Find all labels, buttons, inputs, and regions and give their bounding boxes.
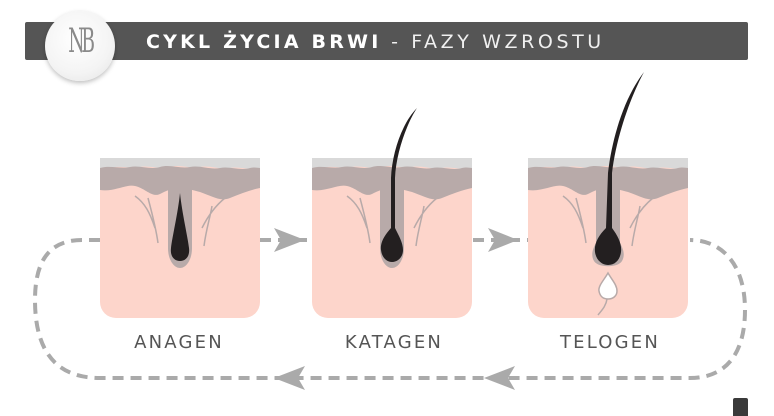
arrow-right-icon — [488, 228, 518, 252]
phase-label-katagen: KATAGEN — [344, 332, 444, 353]
phase-label-anagen: ANAGEN — [134, 332, 224, 353]
katagen-skin-illustration — [311, 108, 473, 319]
logo: NB — [45, 11, 115, 81]
title-sub: FAZY WZROSTU — [411, 31, 605, 53]
header-bar — [25, 22, 748, 60]
logo-text: NB — [68, 21, 95, 61]
corner-tab — [733, 398, 748, 416]
anagen-skin-illustration — [99, 157, 261, 319]
page-title: CYKL ŻYCIA BRWI - FAZY WZROSTU — [146, 29, 605, 55]
cycle-arrows — [32, 228, 748, 390]
title-separator: - — [381, 31, 412, 53]
arrow-left-icon — [484, 366, 515, 390]
title-main: CYKL ŻYCIA BRWI — [146, 31, 382, 53]
telogen-skin-illustration — [527, 72, 689, 319]
arrow-right-icon — [274, 228, 305, 252]
arrow-left-icon — [274, 366, 305, 390]
phase-label-telogen: TELOGEN — [559, 332, 661, 353]
